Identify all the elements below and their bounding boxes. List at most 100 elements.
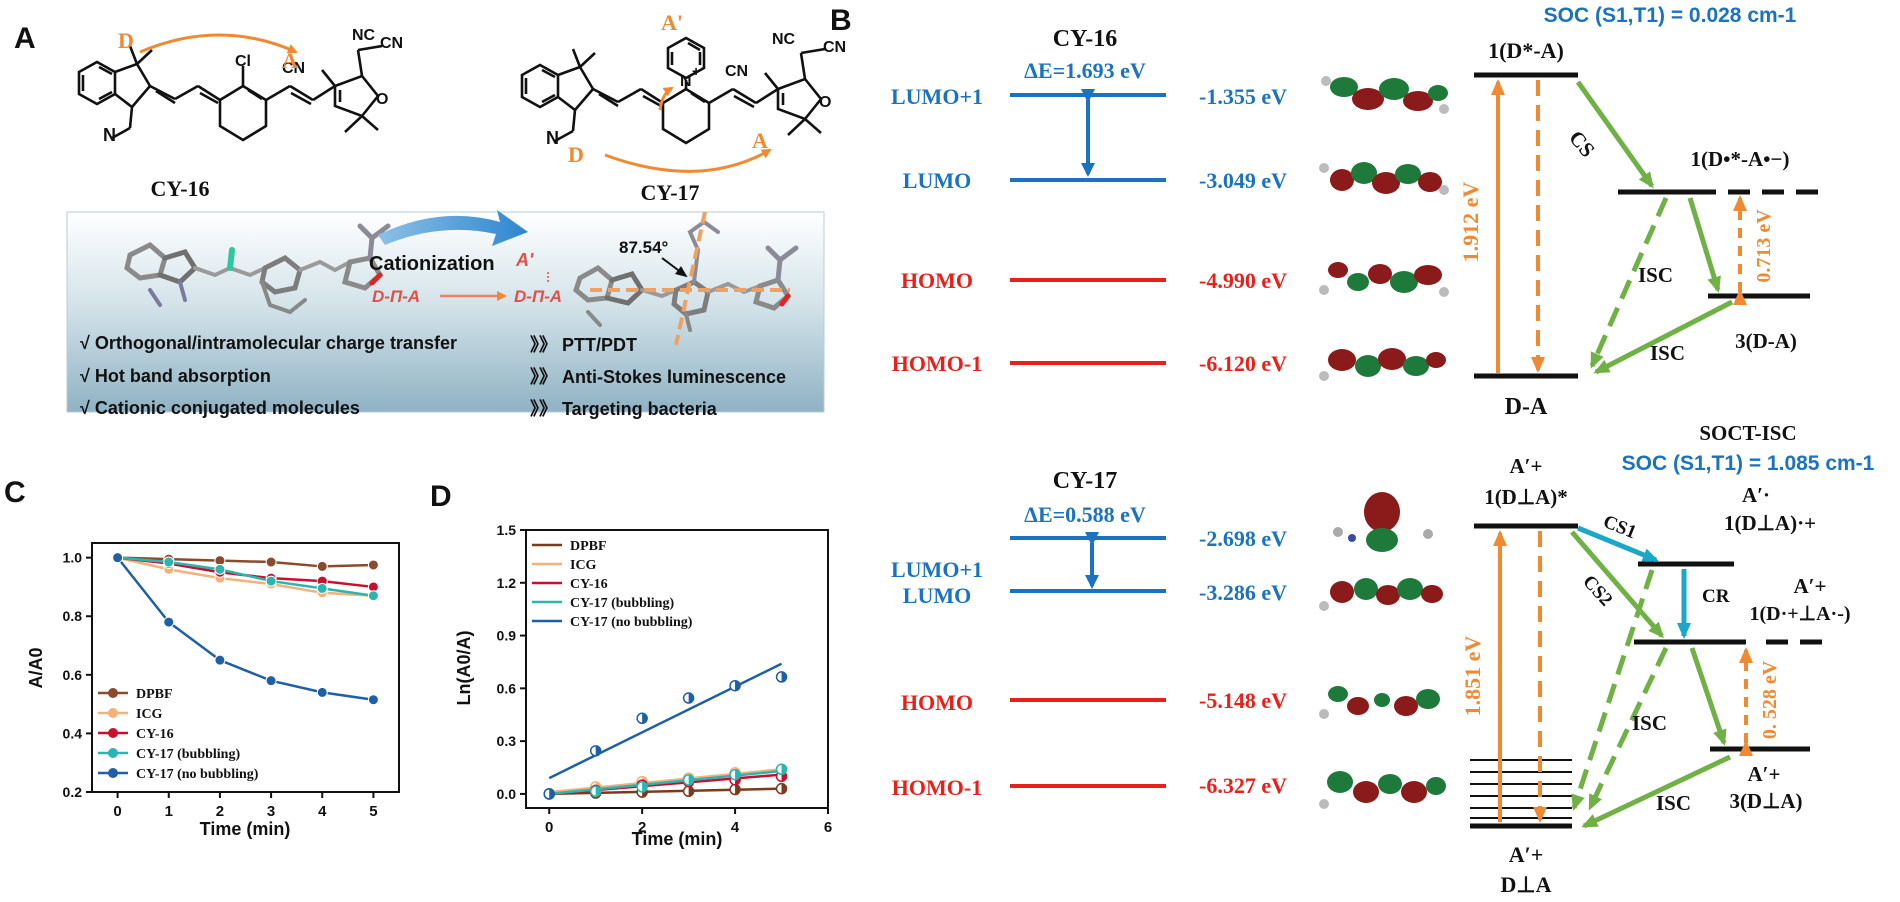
chart-c-series-4-line	[116, 556, 374, 701]
cy17-acceptor2-label: A'	[661, 10, 683, 35]
chart-d-series-0-point-half	[688, 786, 694, 797]
chart-d-series-3-point-half	[735, 769, 741, 780]
cy16-state-ground: D-A	[1505, 394, 1548, 420]
chart-d-series-0-fit-line	[549, 787, 782, 796]
cy16-cs-arrow	[1575, 80, 1655, 189]
cy17-structure	[520, 36, 826, 145]
chart-c-series-0-legend-label: DPBF	[136, 687, 173, 702]
cy17-orbital-name-homo: HOMO	[901, 690, 973, 715]
cy17-isc-arrow	[1689, 647, 1727, 746]
chart-d-series-3-point-half	[688, 774, 694, 785]
cy16-isc-label-2: ISC	[1650, 341, 1685, 365]
feature-1: √ Orthogonal/intramolecular charge trans…	[80, 333, 457, 353]
chart-c-series-1-legend-label: ICG	[136, 707, 163, 722]
cy17-isc-label-2: ISC	[1656, 791, 1691, 815]
chart-d-series-4-point-half	[781, 671, 787, 682]
cy16-orbital-title: CY-16	[1053, 26, 1117, 52]
chart-c-series-3-point	[265, 575, 277, 587]
cationization-before: D-Π-A	[372, 287, 420, 306]
cy16-acceptor-label: A	[282, 48, 298, 73]
chart-c-x-tick-label: 3	[267, 803, 275, 820]
cy17-state-ct2: 1(D·+⊥A·-)	[1749, 603, 1850, 625]
chart-d-series-3-fit-line	[549, 769, 782, 796]
cy17-isc-ground-arrow	[1581, 754, 1732, 829]
chart-d-x-tick-label: 0	[545, 819, 553, 836]
chart-d-series-3-point-half	[781, 764, 787, 775]
cy17-state-excited-top: A′+	[1509, 454, 1542, 478]
panel-label-c: C	[4, 476, 26, 509]
cy17-gap-energy: 0. 528 eV	[1759, 660, 1781, 739]
cy17-orbital-energy-homo: -5.148 eV	[1199, 688, 1287, 713]
chart-d-series-0-legend-label: DPBF	[570, 539, 607, 554]
chart-c-series-0-point	[316, 560, 328, 572]
chart-d-series-4-point-half	[735, 680, 741, 691]
chart-d-series-4-point-half	[642, 713, 648, 724]
cy17-orbital-pictures	[1319, 492, 1446, 809]
cationization-box: Cationization A' D-Π-A D-Π-A 87.54° √ Or…	[66, 210, 825, 419]
chart-d-x-axis-title: Time (min)	[632, 829, 723, 849]
chart-d-series-4-point-half	[549, 788, 555, 799]
chart-c-series-2-legend-marker	[108, 728, 118, 738]
cy16-isc-dashed-arrow	[1589, 196, 1669, 369]
cy17-atom-o: O	[819, 94, 831, 111]
cy16-isc-ground-arrow	[1593, 299, 1734, 375]
cy16-atom-n: N	[103, 125, 116, 145]
cy16-gap: ΔE=1.693 eV	[1024, 58, 1146, 83]
chart-c-x-tick-label: 1	[165, 803, 173, 820]
cy17-cs2-arrow	[1570, 530, 1664, 639]
cy17-cs1-arrow	[1577, 525, 1659, 563]
chart-c-plot-frame	[91, 542, 400, 793]
cy17-orbital-energy-lumo: -3.286 eV	[1199, 580, 1287, 605]
cy16-abs-energy: 1.912 eV	[1458, 182, 1483, 263]
application-3: 》》 Targeting bacteria	[530, 399, 718, 419]
chart-d-y-tick-label: 1.5	[497, 522, 517, 538]
cy17-cationization-arrow	[658, 86, 674, 111]
cy17-orbital-energy-homo1: -6.327 eV	[1199, 773, 1287, 798]
cy16-state-excited: 1(D*-A)	[1488, 38, 1564, 63]
cy17-isc-label-1: ISC	[1632, 711, 1667, 735]
cy16-atom-o: O	[376, 91, 388, 108]
chart-d-series-0-point-half	[735, 784, 741, 795]
chart-c-y-tick-label: 1.0	[63, 550, 83, 566]
cy17-acceptor-label: A	[752, 128, 768, 153]
cy17-state-ground-top: A′+	[1509, 842, 1544, 867]
cy16-orbital-name-homo: HOMO	[901, 268, 973, 293]
chart-d-series-0-point-half	[781, 783, 787, 794]
chart-c-series-3-point	[316, 582, 328, 594]
cationization-big-arrow	[378, 210, 528, 246]
chart-c-x-tick-label: 2	[216, 803, 224, 820]
cy16-orbital-energy-homo: -4.990 eV	[1199, 268, 1287, 293]
cy16-atom-nc: NC	[352, 27, 376, 44]
chart-c-series-0-point	[367, 559, 379, 571]
cy17-state-triplet-top: A′+	[1747, 762, 1780, 786]
chart-d-series-2-legend-label: CY-16	[570, 577, 608, 592]
application-1: 》》 PTT/PDT	[530, 335, 637, 355]
cy16-atom-cn2: CN	[380, 35, 403, 52]
cy16-soc: SOC (S1,T1) = 0.028 cm-1	[1544, 4, 1797, 27]
chart-d-series-3-legend-label: CY-17 (bubbling)	[570, 596, 674, 611]
cy17-state-levels	[1470, 523, 1822, 829]
chart-c-series-3-point	[214, 563, 226, 575]
panel-label-b: B	[830, 4, 852, 37]
chart-c-series-3-legend-marker	[108, 748, 118, 758]
chart-d-x-tick-label: 6	[824, 819, 832, 836]
chart-c-x-axis-title: Time (min)	[200, 819, 291, 839]
chart-c-y-tick-label: 0.4	[63, 725, 83, 741]
cy17-cr-label: CR	[1702, 586, 1730, 607]
cy16-isc-label-1: ISC	[1638, 263, 1673, 287]
cy16-atom-cn: CN	[282, 60, 305, 77]
cy16-name: CY-16	[150, 176, 209, 201]
chart-c-series-1-line	[117, 556, 374, 597]
chart-c-series-4-point	[112, 552, 124, 564]
application-2: 》》 Anti-Stokes luminescence	[530, 367, 786, 387]
feature-2: √ Hot band absorption	[80, 366, 271, 386]
chart-c-series-2-legend-label: CY-16	[136, 727, 174, 742]
chart-c-x-tick-label: 4	[318, 803, 327, 820]
cy16-orbital-name-lumo: LUMO	[903, 168, 971, 193]
chart-d-series-4-point-half	[688, 693, 694, 704]
cy17-orbital-name-lumo1: LUMO+1	[891, 557, 983, 582]
cy17-name: CY-17	[640, 180, 699, 205]
chart-c-series-4-point	[163, 616, 175, 628]
chart-d-y-tick-label: 0.9	[497, 628, 517, 644]
cy16-donor-label: D	[118, 28, 134, 53]
